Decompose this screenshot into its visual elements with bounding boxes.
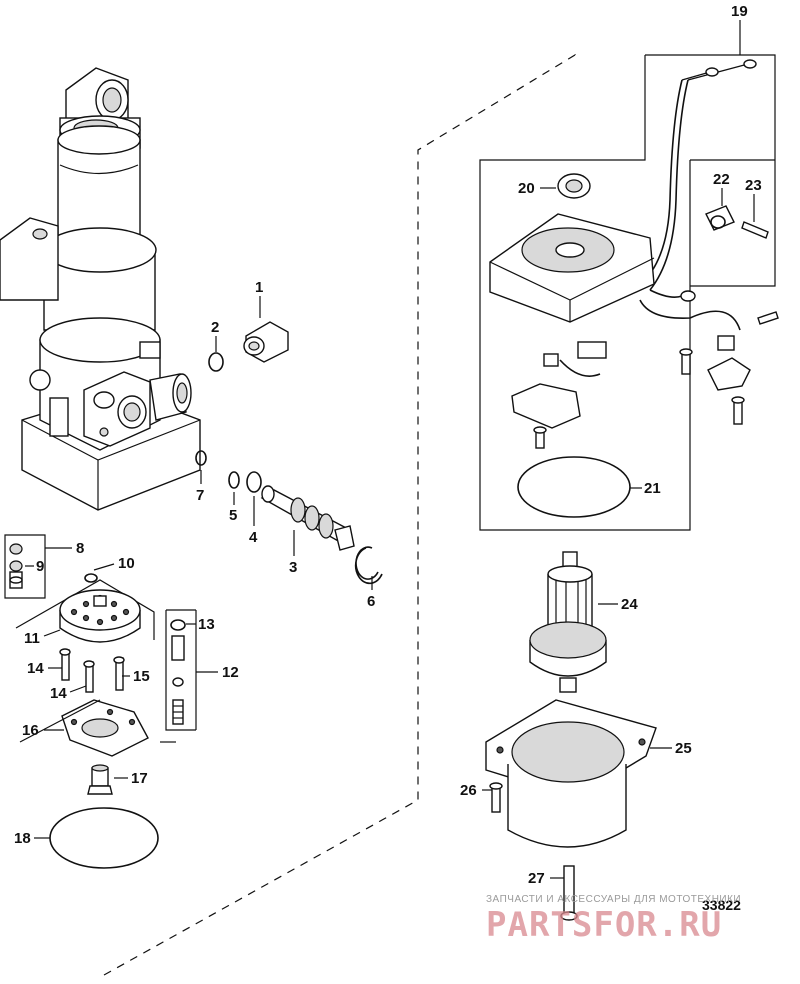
part-label: 2 bbox=[211, 319, 219, 336]
screw-part bbox=[757, 311, 779, 325]
plug-part bbox=[243, 321, 289, 363]
watermark-logo: PARTSFOR.RU bbox=[486, 905, 722, 945]
part-label: 20 bbox=[518, 180, 535, 197]
part-label: 15 bbox=[133, 668, 150, 685]
part-label: 17 bbox=[131, 770, 148, 787]
part-label: 3 bbox=[289, 559, 297, 576]
part-label: 24 bbox=[621, 596, 638, 613]
part-label: 9 bbox=[36, 558, 44, 575]
filter-part bbox=[87, 764, 113, 795]
part-label: 4 bbox=[249, 529, 258, 546]
retaining-ring-part bbox=[354, 546, 383, 585]
part-label: 25 bbox=[675, 740, 692, 757]
wire-harness-part bbox=[639, 59, 757, 331]
part-label: 21 bbox=[644, 480, 661, 497]
screw-part bbox=[731, 396, 745, 425]
part-label: 26 bbox=[460, 782, 477, 799]
o-ring-part bbox=[517, 456, 631, 518]
part-label: 6 bbox=[367, 593, 375, 610]
screw-part bbox=[83, 660, 95, 693]
kit-box bbox=[4, 534, 46, 599]
pump-plate-assembly bbox=[15, 573, 155, 643]
section-divider-dashed bbox=[103, 53, 576, 976]
o-ring-part bbox=[228, 471, 240, 489]
part-label: 22 bbox=[713, 171, 730, 188]
end-cap-part bbox=[19, 699, 176, 757]
screw-part bbox=[741, 221, 769, 239]
screw-part bbox=[679, 348, 693, 375]
motor-kit-box bbox=[479, 54, 776, 531]
bearing-part bbox=[557, 173, 591, 199]
part-label: 10 bbox=[118, 555, 135, 572]
watermark: ЗАПЧАСТИ И АКСЕССУАРЫ ДЛЯ МОТОТЕХНИКИ PA… bbox=[486, 894, 741, 945]
part-label: 7 bbox=[196, 487, 204, 504]
leader-lines bbox=[25, 20, 755, 879]
part-label: 13 bbox=[198, 616, 215, 633]
valve-spool-part bbox=[260, 485, 355, 551]
motor-frame-part bbox=[485, 699, 657, 848]
valve-kit-box bbox=[165, 609, 197, 731]
o-ring-part bbox=[208, 352, 224, 372]
part-number-labels: 1 2 3 4 5 6 7 8 9 10 11 12 13 14 14 15 1… bbox=[14, 3, 762, 887]
part-label: 23 bbox=[745, 177, 762, 194]
armature-part bbox=[529, 551, 607, 693]
part-label: 12 bbox=[222, 664, 239, 681]
screw-part bbox=[533, 426, 547, 449]
brush-plate-part bbox=[511, 335, 751, 429]
wire-clip-part bbox=[705, 205, 735, 231]
o-ring-part bbox=[195, 450, 207, 466]
part-label: 8 bbox=[76, 540, 84, 557]
motor-end-cap bbox=[489, 213, 655, 323]
through-bolt-part bbox=[560, 865, 578, 921]
trim-cylinder-assembly bbox=[0, 67, 201, 511]
screw-part bbox=[489, 782, 503, 813]
part-label: 5 bbox=[229, 507, 237, 524]
o-ring-part bbox=[49, 807, 159, 869]
part-label: 19 bbox=[731, 3, 748, 20]
screw-part bbox=[59, 648, 71, 681]
part-label: 1 bbox=[255, 279, 263, 296]
part-label: 14 bbox=[27, 660, 44, 677]
part-label: 11 bbox=[24, 630, 40, 647]
watermark-tagline: ЗАПЧАСТИ И АКСЕССУАРЫ ДЛЯ МОТОТЕХНИКИ bbox=[486, 894, 741, 905]
part-label: 16 bbox=[22, 722, 39, 739]
figure-number: 33822 bbox=[702, 897, 741, 913]
part-label: 27 bbox=[528, 870, 545, 887]
part-label: 14 bbox=[50, 685, 67, 702]
screw-part bbox=[113, 656, 125, 691]
part-label: 18 bbox=[14, 830, 31, 847]
o-ring-part bbox=[246, 471, 262, 493]
